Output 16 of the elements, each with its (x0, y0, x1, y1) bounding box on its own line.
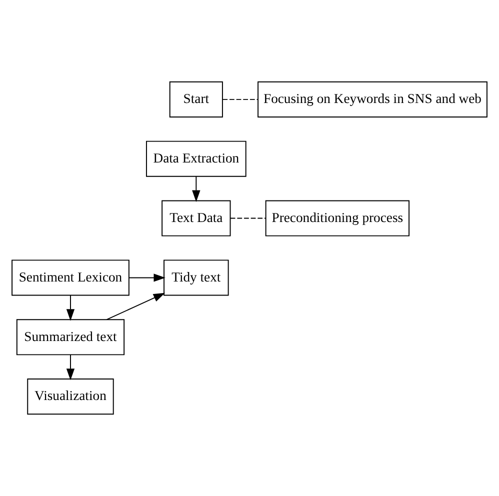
arrow (106, 292, 166, 320)
node-box: Focusing on Keywords in SNS and web (258, 81, 488, 118)
node-box: Summarized text (16, 319, 125, 356)
node-box: Preconditioning process (265, 200, 410, 236)
arrow (128, 274, 166, 282)
node-box: Tidy text (164, 260, 229, 296)
node-box: Start (169, 81, 223, 118)
arrow (66, 354, 75, 380)
node-box: Visualization (27, 378, 114, 415)
node-box: Text Data (162, 200, 231, 236)
arrow (66, 294, 75, 321)
node-box: Sentiment Lexicon (12, 260, 130, 296)
node-box: Data Extraction (146, 140, 246, 177)
connector (222, 98, 258, 100)
arrow (192, 176, 200, 202)
connector (230, 218, 266, 219)
